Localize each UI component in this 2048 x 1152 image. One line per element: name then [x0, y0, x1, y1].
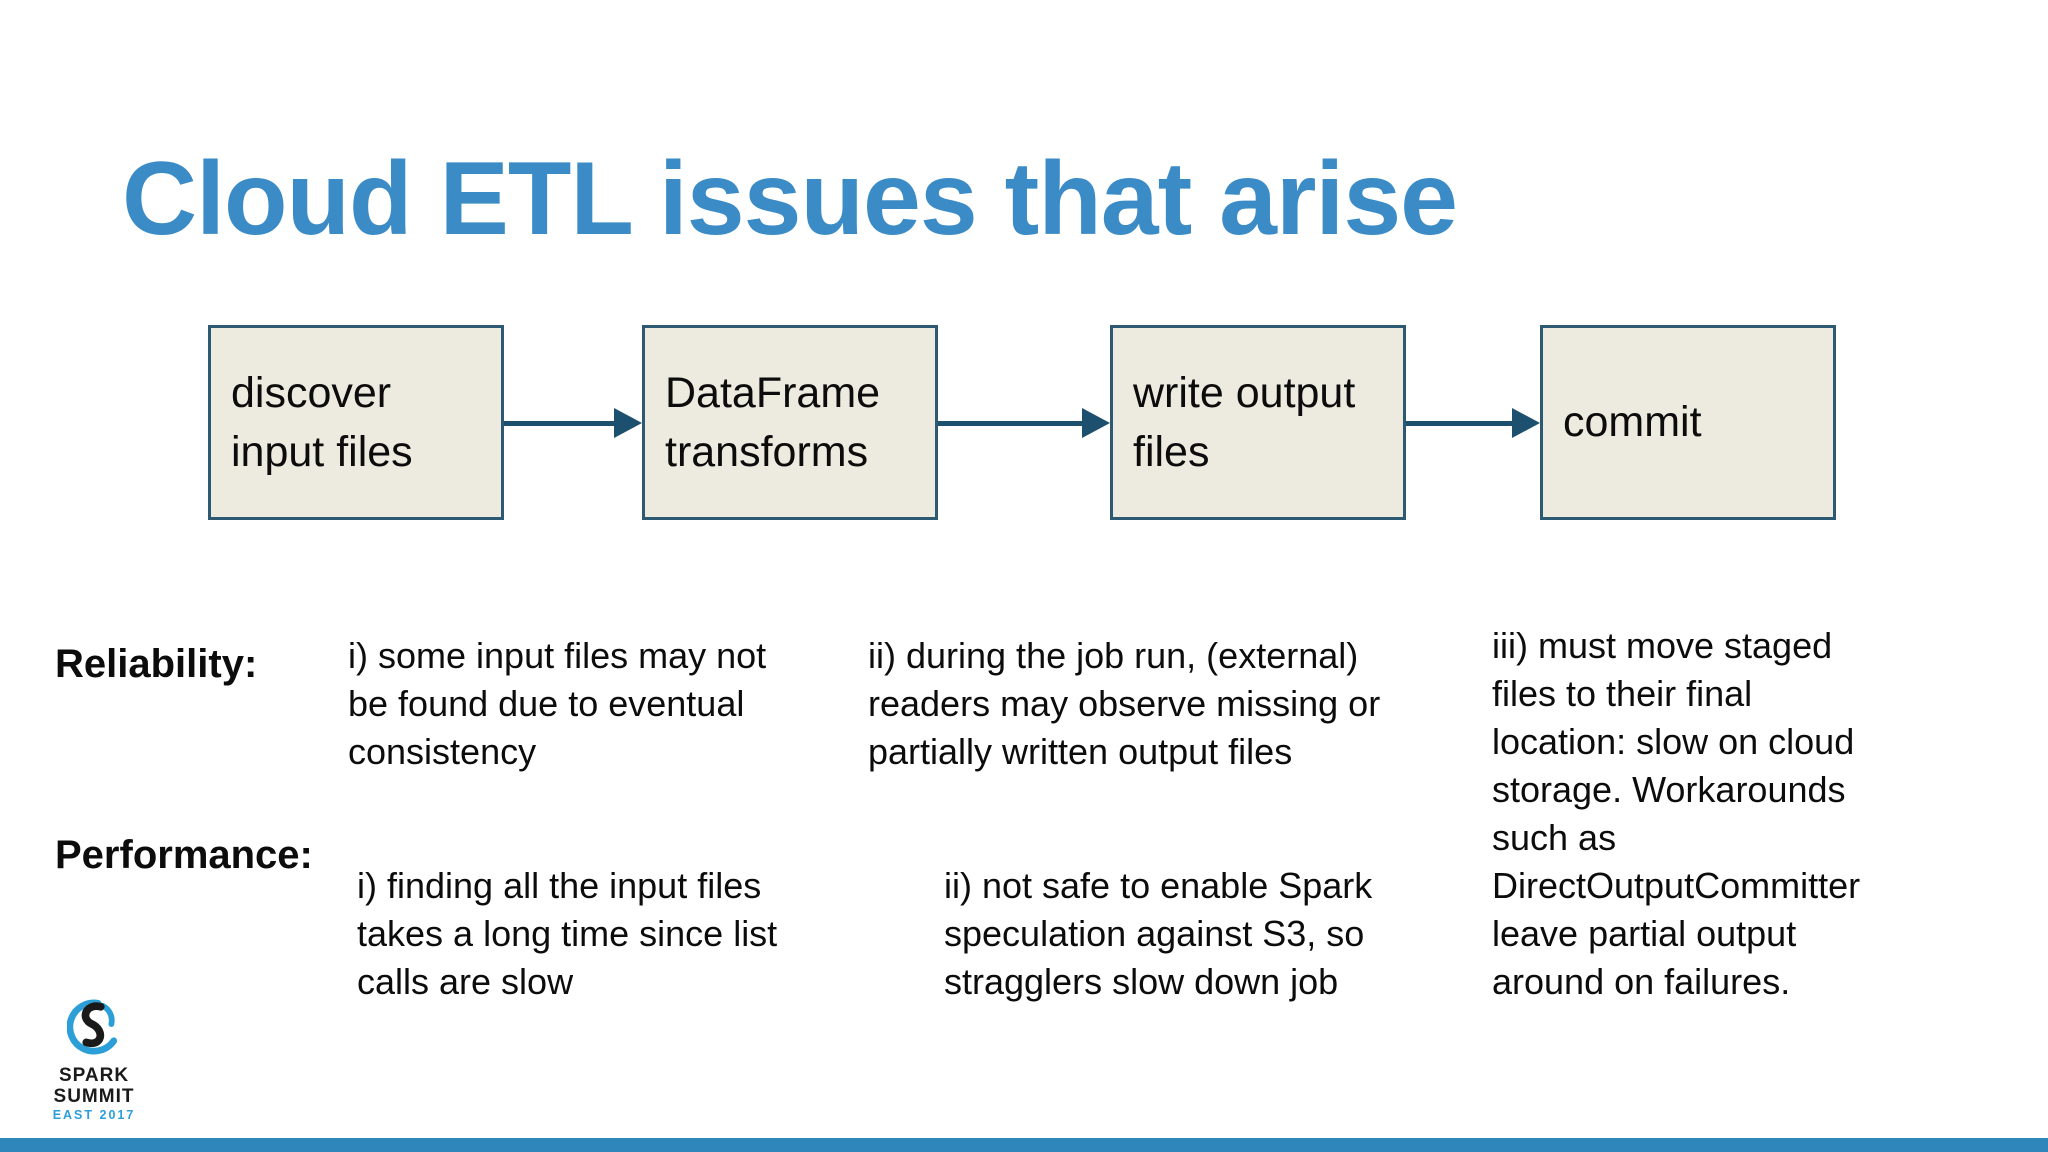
flow-box-label: discover input files	[231, 369, 413, 476]
spark-summit-logo: SPARK SUMMIT EAST 2017	[30, 992, 158, 1122]
flow-box-label: DataFrame transforms	[665, 369, 881, 476]
flow-box-commit: commit	[1540, 325, 1836, 520]
arrow-head-icon	[1082, 408, 1110, 438]
logo-text-summit: SUMMIT	[53, 1085, 135, 1107]
flow-box-write-output-files: write output files	[1110, 325, 1406, 520]
performance-item-1: i) finding all the input files takes a l…	[357, 865, 778, 1002]
slide-title: Cloud ETL issues that arise	[122, 140, 1458, 257]
section-label-reliability: Reliability:	[55, 642, 258, 686]
reliability-item-3: iii) must move staged files to their fin…	[1492, 625, 1861, 1002]
flow-arrow-icon	[938, 408, 1110, 438]
flow-box-label: write output files	[1133, 369, 1356, 476]
section-label-performance: Performance:	[55, 833, 313, 877]
reliability-item-2: ii) during the job run, (external) reade…	[868, 635, 1381, 772]
logo-text-spark: SPARK	[58, 1065, 130, 1086]
arrow-head-icon	[1512, 408, 1540, 438]
arrow-line	[504, 421, 618, 426]
arrow-line	[938, 421, 1086, 426]
footer-bar	[0, 1138, 2048, 1152]
spark-summit-mark-icon	[67, 999, 118, 1055]
flow-arrow-icon	[1406, 408, 1540, 438]
arrow-line	[1406, 421, 1516, 426]
reliability-item-1: i) some input files may not be found due…	[348, 635, 767, 772]
performance-item-2: ii) not safe to enable Spark speculation…	[944, 865, 1373, 1002]
logo-text-east-2017: EAST 2017	[52, 1108, 136, 1123]
flow-box-label: commit	[1563, 398, 1702, 447]
flow-box-discover-input-files: discover input files	[208, 325, 504, 520]
flow-arrow-icon	[504, 408, 642, 438]
flow-box-dataframe-transforms: DataFrame transforms	[642, 325, 938, 520]
arrow-head-icon	[614, 408, 642, 438]
